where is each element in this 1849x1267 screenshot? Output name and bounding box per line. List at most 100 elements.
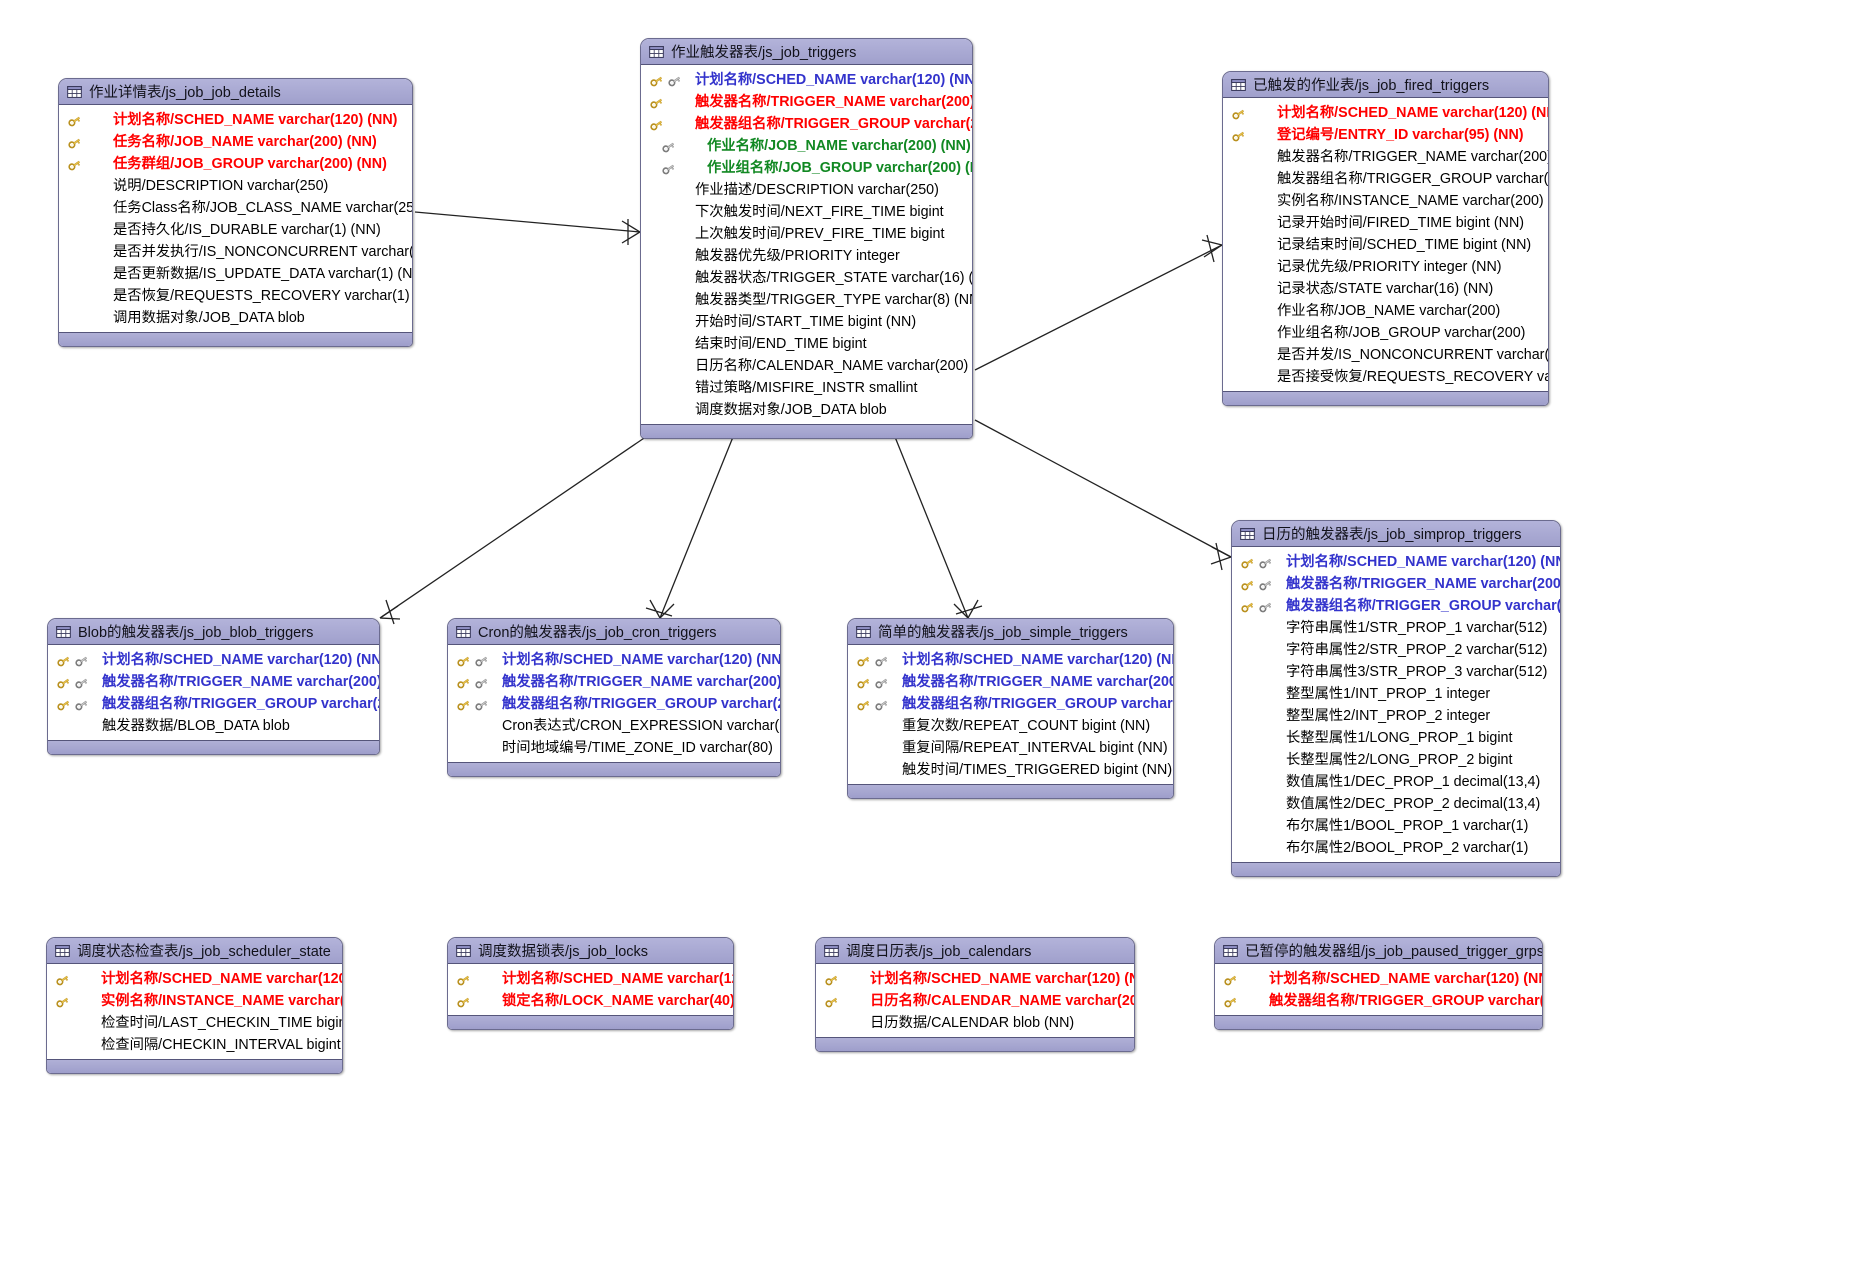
field-row[interactable]: 触发器组名称/TRIGGER_GROUP varchar(200) (NN) (48, 693, 379, 715)
field-row[interactable]: 是否恢复/REQUESTS_RECOVERY varchar(1) (NN) (59, 285, 412, 307)
field-row[interactable]: 作业名称/JOB_NAME varchar(200) (1223, 300, 1548, 322)
entity-table-job_details[interactable]: 作业详情表/js_job_job_details 计划名称/SCHED_NAME… (58, 78, 413, 347)
field-row[interactable]: 长整型属性2/LONG_PROP_2 bigint (1232, 749, 1560, 771)
field-row[interactable]: Cron表达式/CRON_EXPRESSION varchar(120) (NN… (448, 715, 780, 737)
entity-table-locks[interactable]: 调度数据锁表/js_job_locks 计划名称/SCHED_NAME varc… (447, 937, 734, 1030)
field-row[interactable]: 布尔属性1/BOOL_PROP_1 varchar(1) (1232, 815, 1560, 837)
field-row[interactable]: 计划名称/SCHED_NAME varchar(120) (NN) (448, 649, 780, 671)
field-row[interactable]: 计划名称/SCHED_NAME varchar(120) (NN) (1232, 551, 1560, 573)
field-row[interactable]: 日历数据/CALENDAR blob (NN) (816, 1012, 1134, 1034)
field-row[interactable]: 触发器组名称/TRIGGER_GROUP varchar(200) (NN) (1215, 990, 1542, 1012)
field-row[interactable]: 时间地域编号/TIME_ZONE_ID varchar(80) (448, 737, 780, 759)
field-row[interactable]: 整型属性1/INT_PROP_1 integer (1232, 683, 1560, 705)
field-row[interactable]: 上次触发时间/PREV_FIRE_TIME bigint (641, 223, 972, 245)
field-row[interactable]: 实例名称/INSTANCE_NAME varchar(200) (NN) (1223, 190, 1548, 212)
field-row[interactable]: 触发时间/TIMES_TRIGGERED bigint (NN) (848, 759, 1173, 781)
field-row[interactable]: 字符串属性1/STR_PROP_1 varchar(512) (1232, 617, 1560, 639)
field-row[interactable]: 计划名称/SCHED_NAME varchar(120) (NN) (48, 649, 379, 671)
entity-table-paused_trigger_grps[interactable]: 已暂停的触发器组/js_job_paused_trigger_grps 计划名称… (1214, 937, 1543, 1030)
entity-table-scheduler_state[interactable]: 调度状态检查表/js_job_scheduler_state 计划名称/SCHE… (46, 937, 343, 1074)
entity-table-blob_triggers[interactable]: Blob的触发器表/js_job_blob_triggers 计划名称/SCHE… (47, 618, 380, 755)
field-row[interactable]: 是否接受恢复/REQUESTS_RECOVERY varchar(1) (1223, 366, 1548, 388)
field-row[interactable]: 任务名称/JOB_NAME varchar(200) (NN) (59, 131, 412, 153)
field-row[interactable]: 触发器组名称/TRIGGER_GROUP varchar(200) (NN) (641, 113, 972, 135)
field-row[interactable]: 记录开始时间/FIRED_TIME bigint (NN) (1223, 212, 1548, 234)
field-row[interactable]: 整型属性2/INT_PROP_2 integer (1232, 705, 1560, 727)
field-row[interactable]: 数值属性2/DEC_PROP_2 decimal(13,4) (1232, 793, 1560, 815)
field-row[interactable]: 作业描述/DESCRIPTION varchar(250) (641, 179, 972, 201)
entity-header-paused_trigger_grps[interactable]: 已暂停的触发器组/js_job_paused_trigger_grps (1215, 938, 1542, 964)
entity-table-simple_triggers[interactable]: 简单的触发器表/js_job_simple_triggers 计划名称/SCHE… (847, 618, 1174, 799)
field-row[interactable]: 重复间隔/REPEAT_INTERVAL bigint (NN) (848, 737, 1173, 759)
entity-header-calendars[interactable]: 调度日历表/js_job_calendars (816, 938, 1134, 964)
field-row[interactable]: 触发器类型/TRIGGER_TYPE varchar(8) (NN) (641, 289, 972, 311)
entity-table-simprop_triggers[interactable]: 日历的触发器表/js_job_simprop_triggers 计划名称/SCH… (1231, 520, 1561, 877)
field-row[interactable]: 长整型属性1/LONG_PROP_1 bigint (1232, 727, 1560, 749)
field-row[interactable]: 触发器名称/TRIGGER_NAME varchar(200) (NN) (848, 671, 1173, 693)
field-row[interactable]: 计划名称/SCHED_NAME varchar(120) (NN) (1223, 102, 1548, 124)
field-row[interactable]: 下次触发时间/NEXT_FIRE_TIME bigint (641, 201, 972, 223)
field-row[interactable]: 是否更新数据/IS_UPDATE_DATA varchar(1) (NN) (59, 263, 412, 285)
field-row[interactable]: 触发器组名称/TRIGGER_GROUP varchar(200) (NN) (1223, 168, 1548, 190)
field-row[interactable]: 触发器状态/TRIGGER_STATE varchar(16) (NN) (641, 267, 972, 289)
field-row[interactable]: 触发器名称/TRIGGER_NAME varchar(200) (NN) (48, 671, 379, 693)
field-row[interactable]: 结束时间/END_TIME bigint (641, 333, 972, 355)
field-row[interactable]: 错过策略/MISFIRE_INSTR smallint (641, 377, 972, 399)
field-row[interactable]: 数值属性1/DEC_PROP_1 decimal(13,4) (1232, 771, 1560, 793)
field-row[interactable]: 触发器名称/TRIGGER_NAME varchar(200) (NN) (448, 671, 780, 693)
entity-header-simple_triggers[interactable]: 简单的触发器表/js_job_simple_triggers (848, 619, 1173, 645)
entity-header-scheduler_state[interactable]: 调度状态检查表/js_job_scheduler_state (47, 938, 342, 964)
field-row[interactable]: 重复次数/REPEAT_COUNT bigint (NN) (848, 715, 1173, 737)
field-row[interactable]: 记录优先级/PRIORITY integer (NN) (1223, 256, 1548, 278)
field-row[interactable]: 作业名称/JOB_NAME varchar(200) (NN) (641, 135, 972, 157)
field-row[interactable]: 触发器组名称/TRIGGER_GROUP varchar(200) (NN) (1232, 595, 1560, 617)
field-row[interactable]: 是否持久化/IS_DURABLE varchar(1) (NN) (59, 219, 412, 241)
field-row[interactable]: 说明/DESCRIPTION varchar(250) (59, 175, 412, 197)
field-row[interactable]: 作业组名称/JOB_GROUP varchar(200) (1223, 322, 1548, 344)
field-row[interactable]: 计划名称/SCHED_NAME varchar(120) (NN) (448, 968, 733, 990)
field-row[interactable]: 调用数据对象/JOB_DATA blob (59, 307, 412, 329)
field-row[interactable]: 日历名称/CALENDAR_NAME varchar(200) (641, 355, 972, 377)
field-row[interactable]: 实例名称/INSTANCE_NAME varchar(200) (NN) (47, 990, 342, 1012)
field-row[interactable]: 布尔属性2/BOOL_PROP_2 varchar(1) (1232, 837, 1560, 859)
field-row[interactable]: 计划名称/SCHED_NAME varchar(120) (NN) (641, 69, 972, 91)
field-row[interactable]: 计划名称/SCHED_NAME varchar(120) (NN) (816, 968, 1134, 990)
field-row[interactable]: 日历名称/CALENDAR_NAME varchar(200) (NN) (816, 990, 1134, 1012)
entity-table-job_triggers[interactable]: 作业触发器表/js_job_triggers 计划名称/SCHED_NAME v… (640, 38, 973, 439)
field-row[interactable]: 触发器组名称/TRIGGER_GROUP varchar(200) (NN) (448, 693, 780, 715)
field-row[interactable]: 触发器组名称/TRIGGER_GROUP varchar(200) (NN) (848, 693, 1173, 715)
field-row[interactable]: 记录状态/STATE varchar(16) (NN) (1223, 278, 1548, 300)
field-row[interactable]: 开始时间/START_TIME bigint (NN) (641, 311, 972, 333)
field-row[interactable]: 记录结束时间/SCHED_TIME bigint (NN) (1223, 234, 1548, 256)
field-row[interactable]: 是否并发执行/IS_NONCONCURRENT varchar(1) (NN) (59, 241, 412, 263)
field-row[interactable]: 登记编号/ENTRY_ID varchar(95) (NN) (1223, 124, 1548, 146)
field-row[interactable]: 触发器名称/TRIGGER_NAME varchar(200) (NN) (641, 91, 972, 113)
entity-header-job_details[interactable]: 作业详情表/js_job_job_details (59, 79, 412, 105)
field-row[interactable]: 触发器名称/TRIGGER_NAME varchar(200) (NN) (1223, 146, 1548, 168)
field-row[interactable]: 触发器数据/BLOB_DATA blob (48, 715, 379, 737)
field-row[interactable]: 任务群组/JOB_GROUP varchar(200) (NN) (59, 153, 412, 175)
field-row[interactable]: 作业组名称/JOB_GROUP varchar(200) (NN) (641, 157, 972, 179)
field-row[interactable]: 锁定名称/LOCK_NAME varchar(40) (NN) (448, 990, 733, 1012)
field-row[interactable]: 检查间隔/CHECKIN_INTERVAL bigint (NN) (47, 1034, 342, 1056)
field-row[interactable]: 计划名称/SCHED_NAME varchar(120) (NN) (1215, 968, 1542, 990)
field-row[interactable]: 计划名称/SCHED_NAME varchar(120) (NN) (47, 968, 342, 990)
field-row[interactable]: 任务Class名称/JOB_CLASS_NAME varchar(250) (N… (59, 197, 412, 219)
entity-header-cron_triggers[interactable]: Cron的触发器表/js_job_cron_triggers (448, 619, 780, 645)
field-row[interactable]: 调度数据对象/JOB_DATA blob (641, 399, 972, 421)
field-row[interactable]: 是否并发/IS_NONCONCURRENT varchar(1) (1223, 344, 1548, 366)
field-row[interactable]: 计划名称/SCHED_NAME varchar(120) (NN) (59, 109, 412, 131)
field-row[interactable]: 字符串属性2/STR_PROP_2 varchar(512) (1232, 639, 1560, 661)
entity-header-blob_triggers[interactable]: Blob的触发器表/js_job_blob_triggers (48, 619, 379, 645)
field-row[interactable]: 检查时间/LAST_CHECKIN_TIME bigint (NN) (47, 1012, 342, 1034)
entity-table-calendars[interactable]: 调度日历表/js_job_calendars 计划名称/SCHED_NAME v… (815, 937, 1135, 1052)
field-row[interactable]: 触发器名称/TRIGGER_NAME varchar(200) (NN) (1232, 573, 1560, 595)
field-row[interactable]: 计划名称/SCHED_NAME varchar(120) (NN) (848, 649, 1173, 671)
field-row[interactable]: 字符串属性3/STR_PROP_3 varchar(512) (1232, 661, 1560, 683)
entity-table-cron_triggers[interactable]: Cron的触发器表/js_job_cron_triggers 计划名称/SCHE… (447, 618, 781, 777)
entity-header-simprop_triggers[interactable]: 日历的触发器表/js_job_simprop_triggers (1232, 521, 1560, 547)
entity-table-fired_triggers[interactable]: 已触发的作业表/js_job_fired_triggers 计划名称/SCHED… (1222, 71, 1549, 406)
entity-header-fired_triggers[interactable]: 已触发的作业表/js_job_fired_triggers (1223, 72, 1548, 98)
field-row[interactable]: 触发器优先级/PRIORITY integer (641, 245, 972, 267)
entity-header-job_triggers[interactable]: 作业触发器表/js_job_triggers (641, 39, 972, 65)
